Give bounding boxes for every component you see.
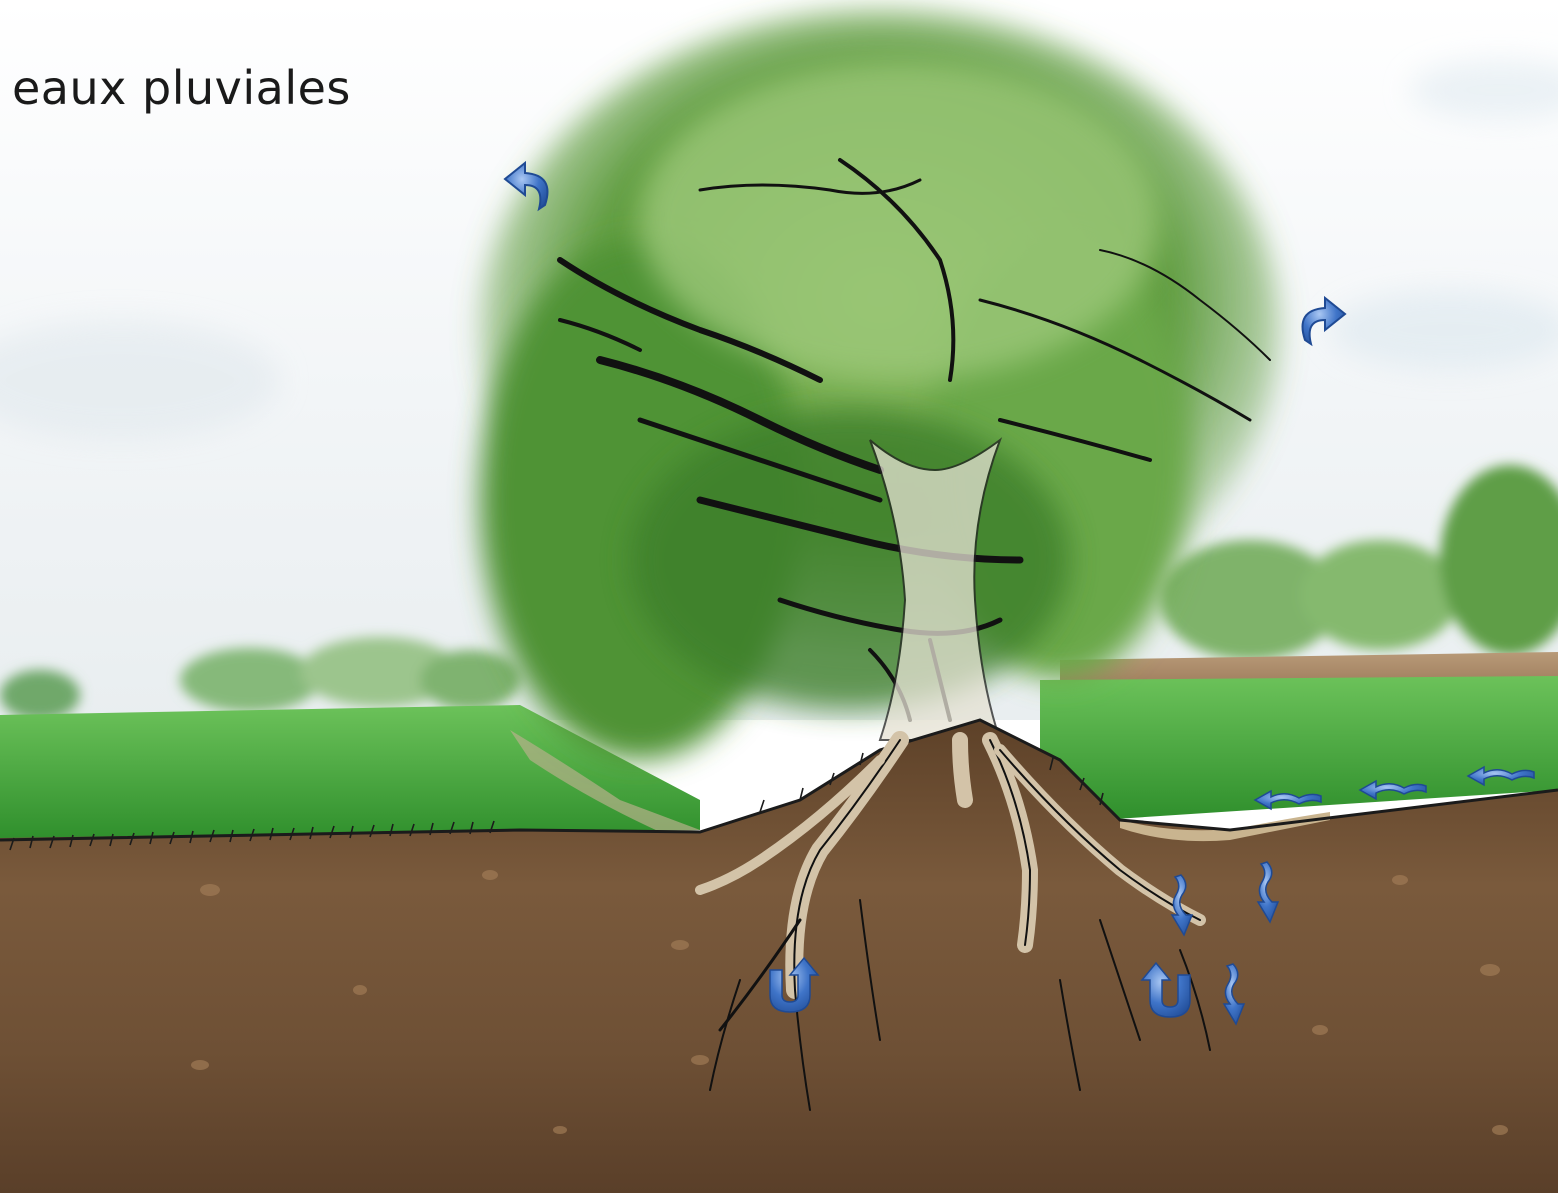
diagram-title: eaux pluviales bbox=[12, 58, 351, 118]
